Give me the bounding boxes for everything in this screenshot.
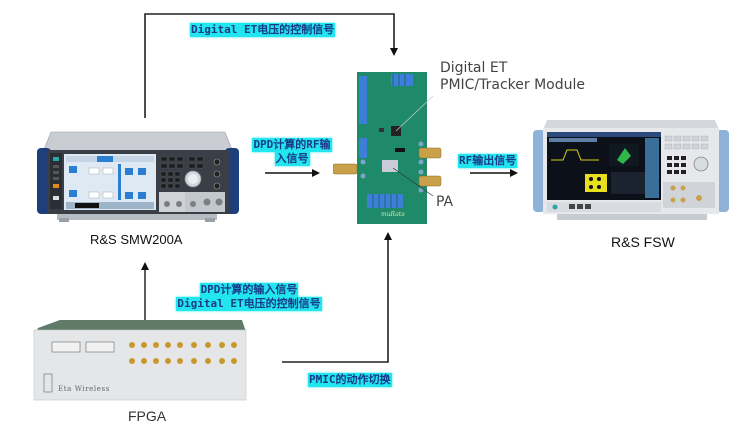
top-control-signal-label: Digital ET电压的控制信号 [190,23,336,37]
pmic-switch-label: PMIC的动作切换 [308,373,392,387]
dpd-rf-input-line1: DPD计算的RF输 [252,138,332,152]
fpga-to-smw-label: DPD计算的输入信号 Digital ET电压的控制信号 [160,283,338,311]
fpga-label: FPGA [128,408,167,424]
top-control-line [144,13,398,118]
fpga-device: Eta Wireless [32,318,248,404]
pa-label: PA [436,194,454,210]
dpd-rf-input-line2: 入信号 [274,152,310,166]
fpga-brand-text: Eta Wireless [58,385,110,393]
fsw-device [533,116,729,232]
fpga-to-smw-line1: DPD计算的输入信号 [199,283,299,297]
pcb-board-icon: muRata [332,72,442,224]
spectrum-analyzer-icon [533,120,729,220]
dpd-rf-input-label: DPD计算的RF输 入信号 [246,138,338,166]
fpga-to-module-line [282,232,392,363]
fpga-box-icon [33,320,247,401]
svg-text:muRata: muRata [381,211,405,218]
rf-output-label: RF输出信号 [458,154,518,168]
module-label-line1: Digital ET [440,60,508,76]
module-label: Digital ET PMIC/Tracker Module [440,60,585,94]
module-label-line2: PMIC/Tracker Module [440,77,586,93]
fsw-label: R&S FSW [611,234,675,250]
signal-generator-icon [37,131,239,222]
fpga-to-smw-line2: Digital ET电压的控制信号 [176,297,322,311]
pmic-tracker-module: muRata [332,68,443,226]
smw200a-label: R&S SMW200A [90,232,183,247]
smw200a-device [37,124,239,224]
